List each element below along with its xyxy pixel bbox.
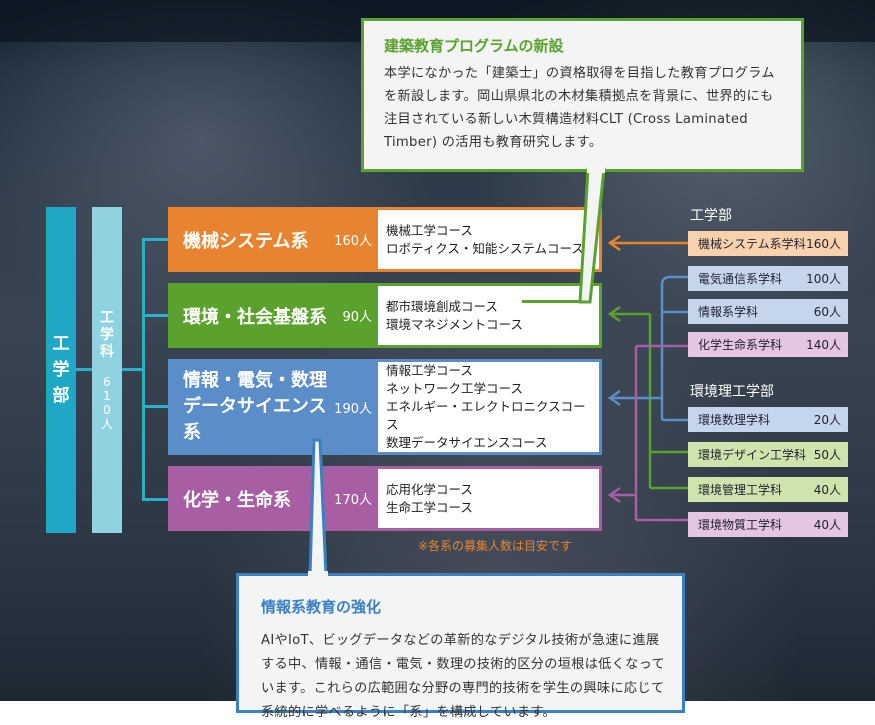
dept-env-math: 環境数理学科 20人 [688,407,848,432]
group-name: 環境・社会基盤系 [183,306,327,328]
callout-information: 情報系教育の強化 AIやIoT、ビッグデータなどの革新的なデジタル技術が急速に進… [236,573,685,720]
group-chemistry: 化学・生命系 170人 応用化学コース 生命工学コース [168,466,602,531]
vertical-char: 1 [103,388,111,403]
dept-env-design: 環境デザイン工学科 50人 [688,442,848,467]
callout-body: 本学になかった「建築士」の資格取得を目指した教育プログラムを新設します。岡山県県… [384,66,775,150]
dept-name: 情報系学科 [698,305,759,319]
callout-architecture: 建築教育プログラムの新設 本学になかった「建築士」の資格取得を目指した教育プログ… [361,18,804,172]
course-item: 応用化学コース [386,481,473,497]
connector-line [142,238,145,500]
course-item: ロボティクス・知能システムコース [386,240,584,256]
group-count: 190人 [334,401,372,417]
dept-electrical: 電気通信系学科 100人 [688,266,848,291]
department-name: 工学科 [100,310,114,361]
group-name: 情報・電気・数理データサイエンス系 [183,370,327,443]
dept-count: 100人 [806,272,841,286]
course-item: 都市環境創成コース [386,298,498,314]
connector-line [142,238,168,241]
vertical-char: 学 [100,326,114,343]
group-count: 170人 [334,493,372,508]
dept-count: 40人 [813,483,841,497]
dept-env-management: 環境管理工学科 40人 [688,477,848,502]
old-faculty-dept-list: 機械システム系学科 160人 電気通信系学科 100人 情報系学科 60人 化学… [688,231,848,357]
dept-count: 20人 [813,413,841,427]
connector-line [76,368,92,371]
old-faculty-dept-list: 環境数理学科 20人 環境デザイン工学科 50人 環境管理工学科 40人 環境物… [688,407,848,537]
course-item: 機械工学コース [386,222,473,238]
course-item: ネットワーク工学コース [386,381,523,396]
dept-count: 50人 [813,448,841,462]
dept-count: 40人 [813,518,841,532]
group-name: 機械システム系 [183,230,309,252]
course-item: 生命工学コース [386,499,473,515]
mapping-arrows [607,234,688,522]
connector-line [522,300,582,303]
dept-count: 140人 [806,338,841,352]
dept-name: 環境物質工学科 [698,518,783,532]
course-item: 数理データサイエンスコース [386,435,548,450]
connector-line [142,498,168,501]
connector-line [142,405,168,408]
course-item: 情報工学コース [386,363,473,378]
dept-name: 環境管理工学科 [698,483,783,497]
group-environment: 環境・社会基盤系 90人 都市環境創成コース 環境マネジメントコース [168,283,602,348]
dept-information: 情報系学科 60人 [688,299,848,324]
group-count: 90人 [342,310,372,325]
group-count: 160人 [334,234,372,249]
old-faculty-heading: 工学部 [690,208,732,224]
course-item: 環境マネジメントコース [386,316,523,332]
group-name: 化学・生命系 [183,489,291,511]
group-mechanical: 機械システム系 160人 機械工学コース ロボティクス・知能システムコース [168,207,602,272]
vertical-char: 工 [100,309,114,326]
callout-title: 建築教育プログラムの新設 [384,37,564,55]
old-faculty-heading: 環境理工学部 [690,384,774,400]
vertical-char: 6 [103,374,111,389]
dept-chemistry: 化学生命系学科 140人 [688,332,848,357]
course-list: 情報工学コース ネットワーク工学コース エネルギー・エレクトロニクスコース 数理… [378,362,599,452]
vertical-char: 工 [52,334,70,354]
course-list: 都市環境創成コース 環境マネジメントコース [378,286,599,345]
callout-body: AIやIoT、ビッグデータなどの革新的なデジタル技術が急速に進展する中、情報・通… [261,633,665,720]
dept-env-materials: 環境物質工学科 40人 [688,512,848,537]
faculty-bar: 工学部 [46,207,76,533]
faculty-name: 工学部 [53,331,70,409]
course-item: エネルギー・エレクトロニクスコース [386,399,586,432]
callout-pointer [308,438,328,578]
callout-title: 情報系教育の強化 [261,598,382,616]
vertical-char: 学 [52,360,70,380]
dept-name: 電気通信系学科 [698,272,783,286]
course-list: 機械工学コース ロボティクス・知能システムコース [378,210,599,269]
dept-name: 化学生命系学科 [698,338,783,352]
group-information: 情報・電気・数理データサイエンス系 190人 情報工学コース ネットワーク工学コ… [168,359,602,455]
dept-name: 環境数理学科 [698,413,771,427]
course-list: 応用化学コース 生命工学コース [378,469,599,528]
vertical-char: 人 [100,416,113,431]
vertical-char: 0 [103,402,111,417]
dept-name: 機械システム系学科 [698,237,806,251]
connector-line [142,314,168,317]
dept-name: 環境デザイン工学科 [698,448,807,462]
dept-count: 160人 [806,237,841,251]
dept-count: 60人 [813,305,841,319]
vertical-char: 部 [52,386,70,406]
dept-mechanical: 機械システム系学科 160人 [688,231,848,256]
connector-line [122,368,144,371]
note-text: ※各系の募集人数は目安です [418,539,573,553]
callout-pointer [578,166,606,304]
vertical-char: 科 [100,343,114,360]
